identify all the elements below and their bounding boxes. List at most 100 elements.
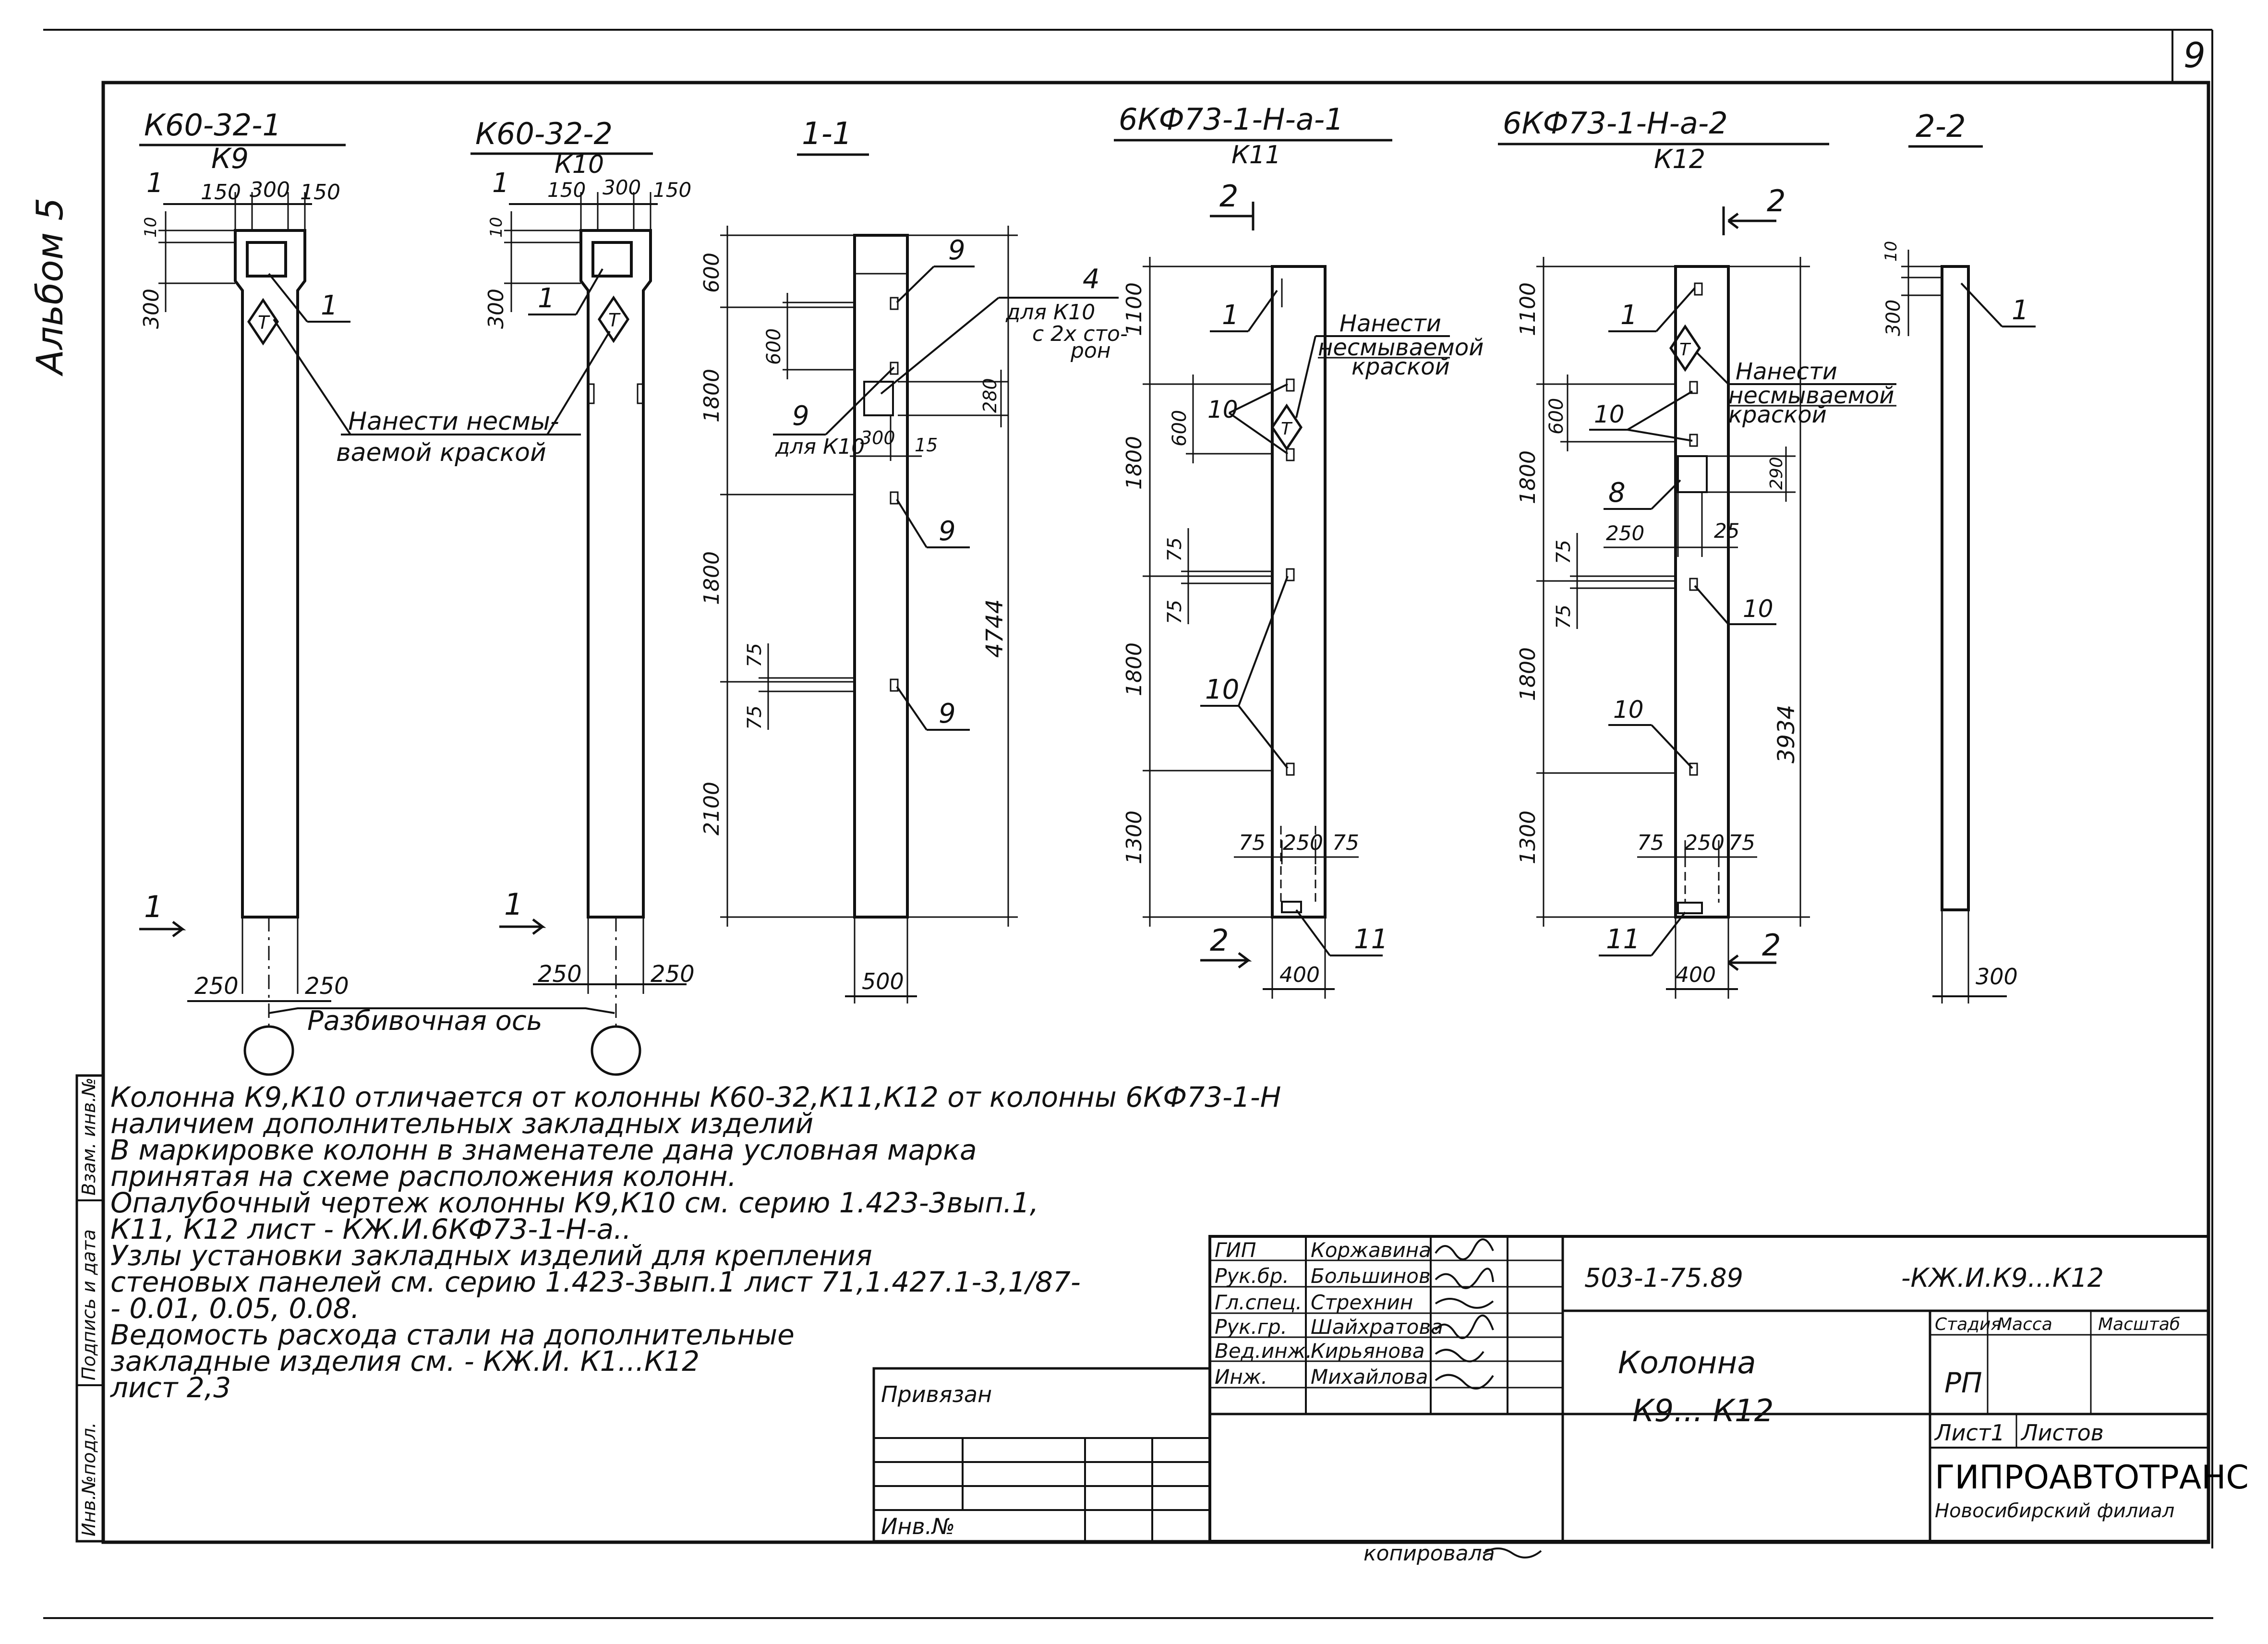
sec11-item: 9 (939, 516, 956, 547)
k11-dim: 75 (1164, 537, 1186, 562)
cut-mark-1b: 1 (504, 887, 523, 922)
tb-title-2: К9... К12 (1632, 1393, 1773, 1429)
k9-dim: 300 (250, 178, 290, 202)
k11-marker: Т (1281, 419, 1293, 439)
tb-scale-hdr: Масштаб (2098, 1315, 2180, 1334)
k12-dim: 3934 (1773, 705, 1800, 763)
k10-mark: К60-32-2 (475, 116, 613, 151)
k10-marker: Т (608, 310, 621, 331)
k12-item: 8 (1608, 477, 1626, 508)
sec11-dim: 300 (860, 427, 895, 448)
note-line: Узлы установки закладных изделий для кре… (110, 1239, 872, 1272)
tb-role: Гл.спец. (1215, 1291, 1302, 1314)
k11-dim: 1100 (1122, 282, 1146, 336)
sec11-dim: 600 (763, 328, 785, 365)
k12-item: 10 (1594, 400, 1625, 428)
k10-dim: 300 (603, 176, 641, 199)
note-line: Колонна К9,К10 отличается от колонны К60… (110, 1081, 1281, 1113)
tb-org: ГИПРОАВТОТРАНС (1935, 1459, 2249, 1497)
k10-item: 1 (538, 283, 555, 314)
k11-paint: несмываемой (1318, 334, 1484, 361)
cut-mark-2c: 2 (1767, 183, 1785, 218)
note-line: - 0.01, 0.05, 0.08. (110, 1292, 360, 1325)
k11-item: 10 (1207, 396, 1238, 423)
k12-item: 11 (1606, 924, 1640, 955)
note-line: В маркировке колонн в знаменателе дана у… (110, 1134, 977, 1166)
k9-cut-1: 1 (146, 168, 164, 199)
k11-dim: 75 (1164, 600, 1186, 624)
k9-dim: 250 (194, 973, 239, 1000)
cut-mark-2: 2 (1219, 179, 1238, 214)
sec11-item: 9 (948, 235, 965, 266)
k11-dim: 75 (1332, 831, 1359, 855)
side-stamp-cell: Подпись и дата (78, 1229, 99, 1380)
k11-item: 10 (1205, 674, 1239, 705)
sec11-dim: 280 (979, 378, 1001, 413)
note-line: Опалубочный чертеж колонны К9,К10 см. се… (110, 1186, 1038, 1219)
note-line: наличием дополнительных закладных издели… (110, 1107, 813, 1140)
tb-name: Коржавина (1311, 1238, 1431, 1262)
sec11-dim: 500 (862, 968, 904, 994)
k10-dim: 150 (547, 178, 586, 202)
sec11-item-note: для К10 (775, 435, 865, 459)
k10-dim: 250 (538, 961, 582, 988)
sec11-item: 9 (792, 400, 809, 432)
k12-view: 6КФ73-1-Н-а-2 К12 Т 1100 1800 600 75 75 … (1498, 106, 1896, 999)
copied-signature (1483, 1547, 1542, 1559)
tb-sheets: Листов (2020, 1420, 2104, 1446)
side-stamp-cell: Инв.№подл. (78, 1422, 99, 1536)
k11-dim: 250 (1283, 831, 1323, 855)
binding-privyazan: Привязан (881, 1381, 992, 1407)
sec11-note: с 2х сто- (1032, 322, 1128, 346)
k9-dim: 150 (201, 180, 241, 205)
note-line: Ведомость расхода стали на дополнительны… (110, 1318, 795, 1351)
sec22-item: 1 (2012, 295, 2029, 326)
k12-paint: Нанести (1736, 358, 1837, 385)
k11-code: К11 (1231, 141, 1281, 169)
k11-view: 6КФ73-1-Н-а-1 К11 Т 1100 1800 600 75 75 … (1114, 102, 1484, 999)
sec11-title: 1-1 (802, 116, 852, 152)
grid-axis: Разбивочная ось (243, 1005, 641, 1076)
sec11-dim: 4744 (981, 599, 1008, 658)
k12-dim: 1800 (1516, 647, 1540, 701)
cut-mark-2d: 2 (1762, 928, 1781, 963)
k12-dim: 75 (1728, 831, 1755, 855)
tb-title-1: Колонна (1618, 1345, 1756, 1381)
k9-dim: 250 (305, 973, 349, 1000)
k9-dim: 300 (139, 289, 164, 329)
sec11-note: для К10 (1005, 300, 1095, 325)
tb-project-code: 503-1-75.89 (1584, 1263, 1743, 1293)
sec11-dim: 75 (744, 705, 766, 730)
tb-name: Большинов (1311, 1264, 1431, 1288)
tb-stage-hdr: Стадия (1935, 1315, 2001, 1334)
binding-block: Привязан Инв.№ (872, 1367, 1211, 1543)
k10-dim: 250 (651, 961, 695, 988)
tb-name: Михайлова (1311, 1365, 1428, 1389)
sec11-note: рон (1070, 338, 1111, 363)
axis-label: Разбивочная ось (307, 1005, 543, 1037)
tb-role: ГИП (1215, 1238, 1256, 1262)
k10-dim: 300 (484, 289, 508, 329)
k12-item: 1 (1620, 300, 1638, 331)
title-block: ГИП Коржавина Рук.бр. Большинов Гл.спец.… (1208, 1235, 2249, 1543)
k11-paint: Нанести (1339, 310, 1441, 337)
k11-item: 1 (1222, 300, 1239, 331)
k9-code: К9 (211, 142, 249, 175)
k12-dim: 290 (1767, 457, 1786, 490)
section-1-1: 1-1 600 1800 600 1800 75 75 2100 4744 (700, 116, 1128, 1003)
sec11-item: 9 (939, 698, 956, 729)
paint-note-k9-k10: Нанести несмы- ваемой краской (273, 318, 611, 467)
k9-marker: Т (258, 312, 270, 333)
sec11-dim: 75 (744, 643, 766, 667)
copied-by: копировала (1363, 1541, 1495, 1566)
k12-item: 10 (1613, 696, 1644, 724)
paint-note-line: Нанести несмы- (348, 407, 559, 436)
tb-branch: Новосибирский филиал (1935, 1500, 2174, 1522)
note-line: закладные изделия см. - КЖ.И. К1...К12 (110, 1345, 700, 1378)
cut-mark-1: 1 (144, 889, 163, 924)
k12-dim: 1100 (1516, 282, 1540, 336)
note-line: стеновых панелей см. серию 1.423-3вып.1 … (110, 1266, 1081, 1298)
k11-mark: 6КФ73-1-Н-а-1 (1119, 102, 1344, 137)
k9-mark: К60-32-1 (144, 108, 281, 143)
